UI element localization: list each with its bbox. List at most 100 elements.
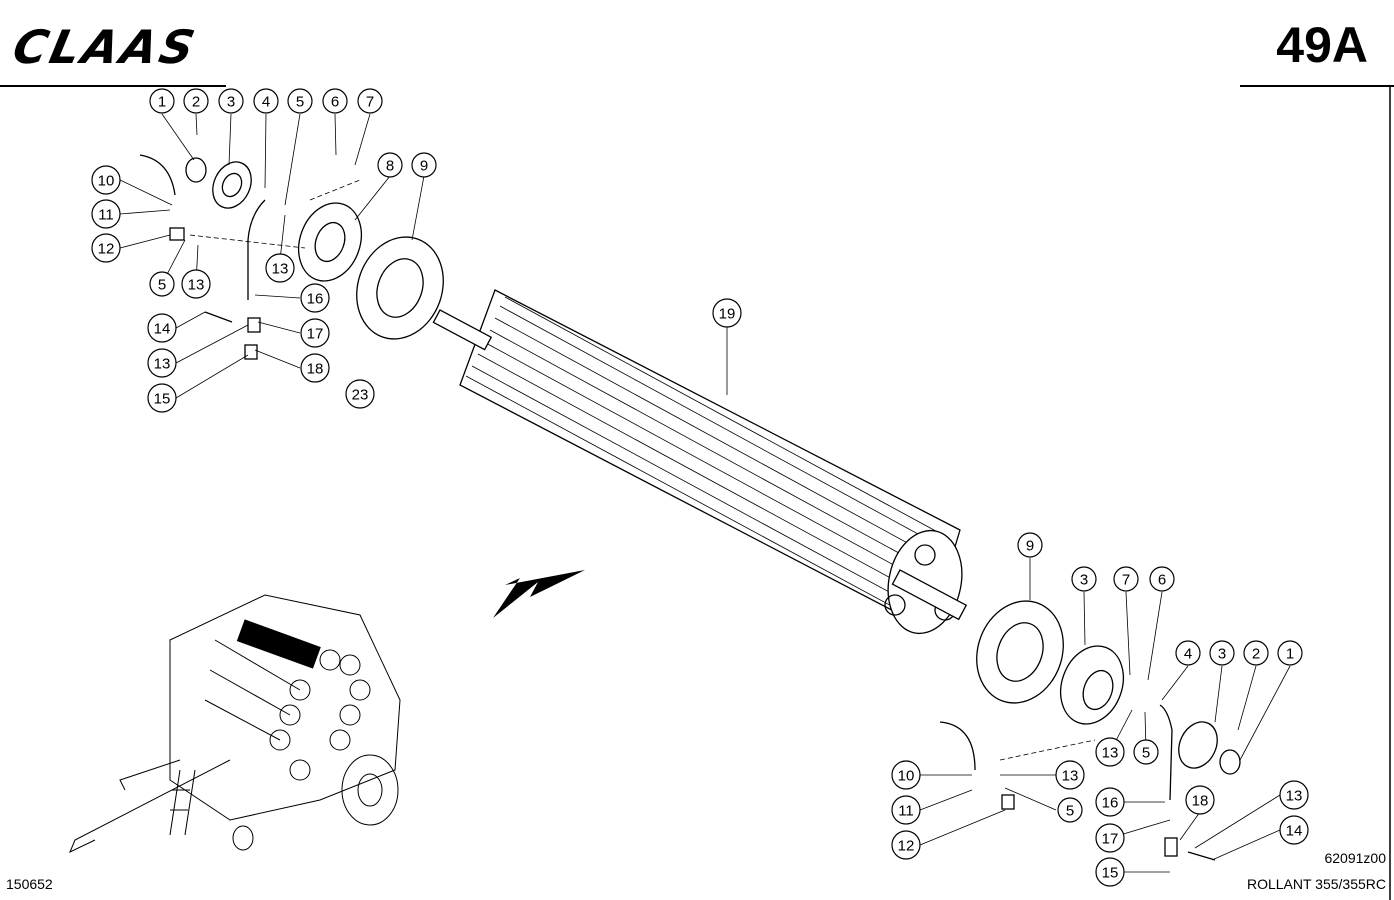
callout-19: 19 [712, 298, 742, 328]
left-flange-parts [139, 154, 444, 360]
svg-text:14: 14 [154, 321, 171, 338]
svg-text:12: 12 [98, 241, 115, 258]
svg-text:5: 5 [296, 94, 304, 111]
svg-text:1: 1 [1286, 646, 1294, 663]
svg-text:6: 6 [1158, 572, 1166, 589]
svg-text:9: 9 [420, 158, 428, 175]
right-flange-parts [939, 600, 1241, 861]
callout-15: 15 [147, 383, 177, 413]
svg-text:10: 10 [98, 173, 115, 190]
callout-11: 11 [91, 199, 121, 229]
svg-text:4: 4 [1184, 646, 1192, 663]
baler-overview-sketch [69, 594, 401, 854]
callout-13: 13 [1055, 760, 1085, 790]
svg-text:15: 15 [154, 391, 171, 408]
callout-18: 18 [1185, 785, 1215, 815]
callout-2: 2 [1243, 640, 1269, 666]
svg-text:2: 2 [1252, 646, 1260, 663]
svg-text:10: 10 [898, 768, 915, 785]
callout-10: 10 [891, 760, 921, 790]
callout-13: 13 [181, 269, 211, 299]
callout-9: 9 [411, 152, 437, 178]
callout-12: 12 [891, 830, 921, 860]
callout-4: 4 [1175, 640, 1201, 666]
svg-text:13: 13 [1286, 788, 1303, 805]
svg-text:3: 3 [1218, 646, 1226, 663]
svg-text:7: 7 [366, 94, 374, 111]
callout-18: 18 [300, 353, 330, 383]
svg-text:5: 5 [1142, 745, 1150, 762]
callout-3: 3 [1209, 640, 1235, 666]
callout-14: 14 [1279, 815, 1309, 845]
callout-16: 16 [300, 283, 330, 313]
svg-text:23: 23 [352, 387, 369, 404]
svg-text:8: 8 [386, 158, 394, 175]
callout-7: 7 [1113, 566, 1139, 592]
page-number: 49A [1276, 17, 1368, 73]
svg-text:11: 11 [898, 803, 914, 820]
page-code: 150652 [6, 876, 53, 892]
svg-text:4: 4 [262, 94, 270, 111]
callout-4: 4 [253, 88, 279, 114]
callout-5: 5 [1133, 739, 1159, 765]
svg-text:17: 17 [307, 326, 324, 343]
svg-text:3: 3 [227, 94, 235, 111]
svg-text:14: 14 [1286, 823, 1303, 840]
callout-8: 8 [377, 152, 403, 178]
svg-text:18: 18 [1192, 793, 1209, 810]
callout-16: 16 [1095, 787, 1125, 817]
callout-13: 13 [1279, 780, 1309, 810]
svg-text:13: 13 [272, 261, 289, 278]
svg-text:17: 17 [1102, 831, 1119, 848]
svg-text:5: 5 [1066, 803, 1074, 820]
callout-6: 6 [322, 88, 348, 114]
callout-13: 13 [265, 253, 295, 283]
svg-text:19: 19 [719, 306, 736, 323]
callout-11: 11 [891, 795, 921, 825]
svg-text:5: 5 [158, 277, 166, 294]
svg-text:2: 2 [192, 94, 200, 111]
callout-17: 17 [300, 318, 330, 348]
svg-text:16: 16 [307, 291, 324, 308]
svg-text:13: 13 [1062, 768, 1079, 785]
callout-3: 3 [1071, 566, 1097, 592]
svg-text:7: 7 [1122, 572, 1130, 589]
callout-23: 23 [345, 379, 375, 409]
callout-1: 1 [149, 88, 175, 114]
svg-text:11: 11 [98, 207, 114, 224]
callout-14: 14 [147, 313, 177, 343]
callout-7: 7 [357, 88, 383, 114]
svg-text:12: 12 [898, 838, 915, 855]
svg-text:13: 13 [188, 277, 205, 294]
svg-text:9: 9 [1026, 538, 1034, 555]
svg-text:1: 1 [158, 94, 166, 111]
svg-text:15: 15 [1102, 865, 1119, 882]
callout-2: 2 [183, 88, 209, 114]
svg-text:16: 16 [1102, 795, 1119, 812]
callout-leaders [119, 113, 1291, 873]
callout-3: 3 [218, 88, 244, 114]
svg-text:13: 13 [154, 356, 171, 373]
callout-12: 12 [91, 233, 121, 263]
direction-arrow [493, 570, 585, 618]
callout-9: 9 [1017, 532, 1043, 558]
callout-5: 5 [149, 271, 175, 297]
callout-1: 1 [1277, 640, 1303, 666]
callout-10: 10 [91, 165, 121, 195]
callout-6: 6 [1149, 566, 1175, 592]
callout-5: 5 [287, 88, 313, 114]
roller-drawing [432, 289, 968, 635]
callout-15: 15 [1095, 857, 1125, 887]
drawing-code: 62091z00 [1324, 850, 1386, 866]
model-name: ROLLANT 355/355RC [1246, 876, 1386, 892]
callout-13: 13 [1095, 737, 1125, 767]
svg-text:3: 3 [1080, 572, 1088, 589]
callout-5: 5 [1057, 797, 1083, 823]
svg-text:6: 6 [331, 94, 339, 111]
svg-text:18: 18 [307, 361, 324, 378]
callout-13: 13 [147, 348, 177, 378]
callout-17: 17 [1095, 823, 1125, 853]
svg-text:13: 13 [1102, 745, 1119, 762]
